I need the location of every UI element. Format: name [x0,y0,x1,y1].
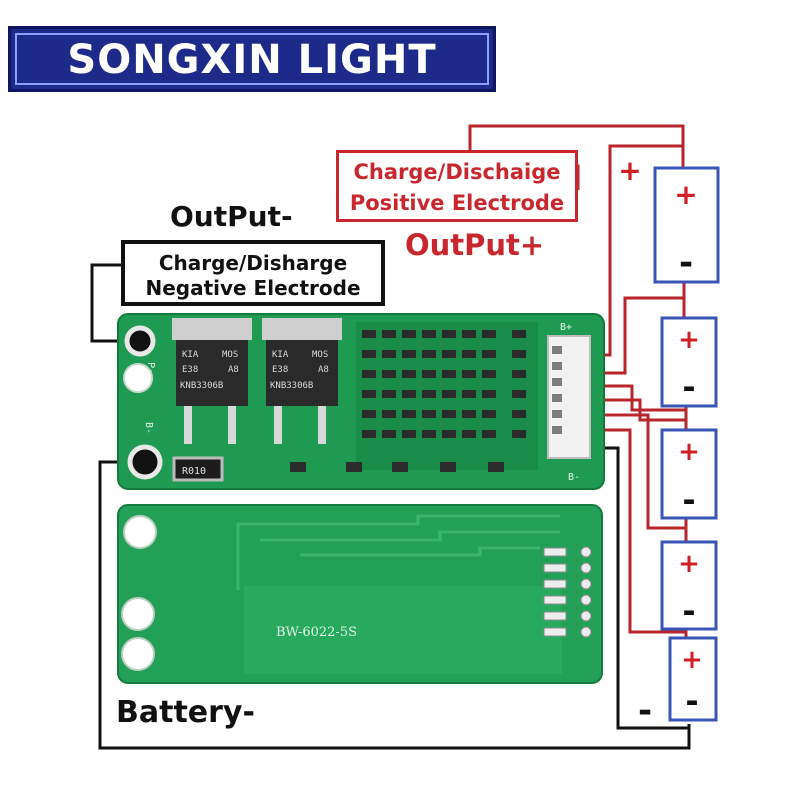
silk-b-plus: B+ [560,322,572,333]
back-pad-3 [121,637,155,671]
mosfet-1-mark-a: KIA [182,350,199,360]
cell-1-plus: + [674,178,697,211]
balance-wire-5 [588,428,686,634]
mosfet-2-mark-b: E38 [272,365,288,375]
positive-box-line-1: Charge/Dischaige [353,160,561,184]
back-marking: BW-6022-5S [276,625,357,640]
main-plus-sign: + [618,154,641,187]
back-connector-pads [543,546,592,638]
silk-p-minus: P- [145,362,156,374]
output-minus-wire [90,263,130,343]
sense-resistor [172,456,224,482]
mosfet-1-mark-b: E38 [182,365,198,375]
pad-p-minus [124,325,156,357]
negative-electrode-box: Charge/Disharge Negative Electrode [121,240,385,306]
battery-cell-3: + - [660,428,718,520]
mosfet-1-mark-c: KNB3306B [180,381,223,391]
silk-b-minus-connector: B- [568,472,580,483]
positive-box-line-2: Positive Electrode [349,191,565,215]
smd-component-grid [290,322,538,472]
output-minus-label: OutPut- [170,200,293,233]
cell-3-minus: - [682,481,695,519]
balance-wire-4 [588,413,686,530]
battery-cell-4: + - [660,540,718,631]
pad-hole-1 [123,363,153,393]
balance-connector [547,335,591,459]
silk-b-minus: B- [143,422,154,434]
cell-2-minus: - [682,368,695,406]
mosfet-2-mark-d: MOS [312,350,328,360]
battery-cell-5: + - [668,636,718,722]
brand-title: SONGXIN LIGHT [67,37,437,83]
cell-4-minus: - [682,592,695,630]
back-copper-area [244,586,562,674]
negative-box-line-2: Negative Electrode [145,276,361,300]
balance-wire-1 [588,296,684,375]
back-pad-1 [123,515,157,549]
positive-electrode-box: Charge/Dischaige Positive Electrode [336,150,578,222]
battery-cell-2: + - [660,316,718,408]
mosfet-1-mark-e: A8 [228,365,239,375]
cell-1-minus: - [679,243,693,283]
brand-banner: SONGXIN LIGHT [8,26,496,92]
battery-minus-wire [98,460,691,750]
mosfet-2-mark-e: A8 [318,365,329,375]
mosfet-1 [172,318,252,444]
main-minus-sign: - [638,691,652,731]
mosfet-1-mark-d: MOS [222,350,238,360]
cell-5-plus: + [681,645,703,675]
balance-wire-3 [588,398,686,422]
resistor-marking: R010 [182,466,206,477]
back-traces [236,514,560,590]
balance-wire-2 [588,384,686,412]
cell-3-plus: + [678,437,700,467]
mosfet-2-mark-c: KNB3306B [270,381,313,391]
mosfet-2-mark-a: KIA [272,350,289,360]
cell-5-minus: - [685,682,698,720]
mosfet-2 [262,318,342,444]
battery-cell-1: + - [653,166,720,284]
battery-cells: + - + - + - + - + - [653,166,720,722]
cell-4-plus: + [678,549,700,579]
negative-box-line-1: Charge/Disharge [158,251,348,275]
pcb-front: KIA E38 KNB3306B MOS A8 KIA E38 KNB3306B… [117,313,605,490]
cell-2-plus: + [678,325,700,355]
positive-main-wire [468,124,685,190]
back-pad-2 [121,597,155,631]
output-plus-label: OutPut+ [405,228,545,262]
banner-border [15,33,489,85]
battery-minus-label: Battery- [116,695,255,730]
pcb-back: BW-6022-5S [117,504,603,684]
pad-b-minus [127,444,163,480]
